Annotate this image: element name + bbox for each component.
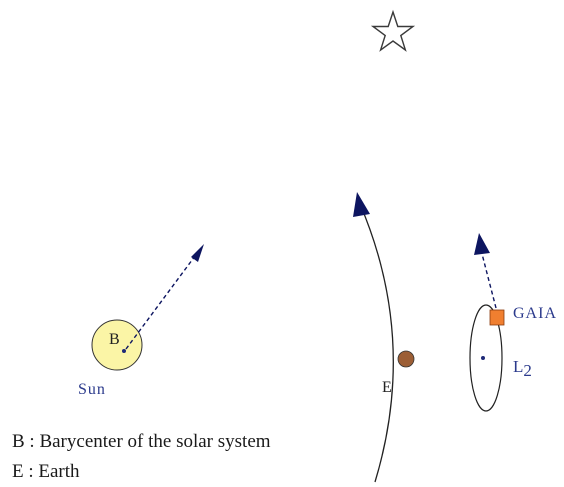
barycenter-label: B	[109, 331, 120, 348]
l2-point	[481, 356, 485, 360]
gaia-arrowhead	[474, 233, 490, 255]
star-outline-icon	[370, 9, 416, 52]
l2-label: L2	[513, 357, 532, 380]
earth-orbit-path	[359, 203, 394, 483]
legend-earth: E : Earth	[12, 461, 80, 482]
legend-barycenter: B : Barycenter of the solar system	[12, 431, 271, 452]
gaia-motion-arrow	[480, 249, 497, 309]
l2-orbit-ellipse	[469, 304, 503, 412]
earth-dot	[397, 350, 415, 368]
gaia-square	[489, 309, 505, 326]
earth-orbit-arrowhead	[353, 192, 370, 217]
sun-label: Sun	[78, 381, 106, 398]
earth-label: E	[382, 379, 392, 396]
barycenter-dot	[122, 349, 126, 353]
gaia-label: GAIA	[513, 305, 557, 322]
sun-arrowhead	[191, 244, 204, 262]
l2-label-sub: 2	[523, 361, 532, 380]
sun-circle	[91, 319, 143, 371]
l2-label-main: L	[513, 357, 523, 376]
